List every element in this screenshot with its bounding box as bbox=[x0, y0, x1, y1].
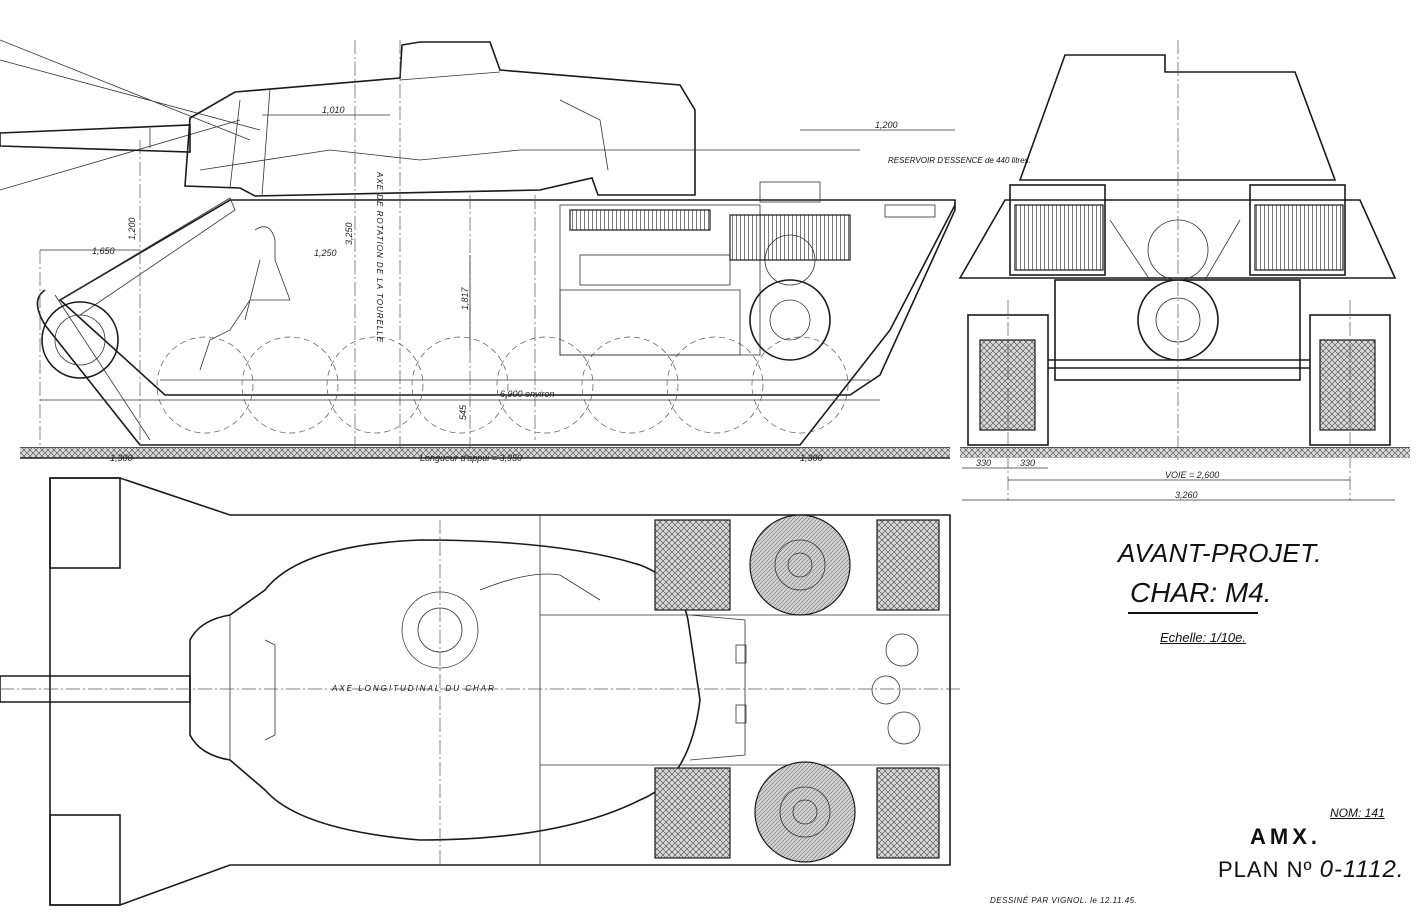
side-view: 1,010 1,200 3,250 1,250 1,650 1,200 1,81… bbox=[0, 39, 956, 463]
dim-1010: 1,010 bbox=[322, 105, 345, 115]
plan-number-value: 0-1112. bbox=[1319, 856, 1405, 883]
turret-axis-note: AXE DE ROTATION DE LA TOURELLE bbox=[375, 172, 384, 344]
scale-label: Echelle: 1/10e. bbox=[1160, 630, 1247, 645]
dim-3260: 3,260 bbox=[1175, 490, 1198, 500]
dim-3250: 3,250 bbox=[344, 222, 354, 245]
longitudinal-axis-note: AXE LONGITUDINAL DU CHAR bbox=[332, 684, 496, 693]
dim-1300b: 1,300 bbox=[800, 453, 823, 463]
engine-compartment bbox=[559, 181, 936, 361]
fuel-tank-note: RESERVOIR D'ESSENCE de 440 litres. bbox=[888, 156, 1031, 165]
dim-1200b: 1,200 bbox=[875, 120, 898, 130]
vehicle-label: CHAR: M4. bbox=[1130, 577, 1272, 608]
signed-by: DESSINÉ PAR VIGNOL. le 12.11.45. bbox=[990, 896, 1138, 905]
plan-label: PLAN Nº bbox=[1218, 857, 1313, 882]
dim-contact-length: Longueur d'appui = 3,950 bbox=[420, 453, 522, 463]
dim-1300: 1,300 bbox=[110, 453, 133, 463]
dim-1250: 1,250 bbox=[314, 248, 337, 258]
dim-330b: 330 bbox=[1020, 458, 1035, 468]
dim-6900: 6,900 environ bbox=[500, 389, 555, 399]
rear-view: 330 330 VOIE = 2,600 3,260 bbox=[958, 40, 1410, 501]
plan-number: PLAN Nº 0-1112. bbox=[1218, 856, 1404, 884]
road-wheels bbox=[41, 301, 849, 434]
title-underline bbox=[1128, 612, 1258, 614]
dim-545: 545 bbox=[458, 404, 468, 420]
nom-label: NOM: 141 bbox=[1330, 806, 1385, 820]
dim-1650: 1,650 bbox=[92, 246, 115, 256]
maker-label: AMX. bbox=[1250, 824, 1321, 849]
dim-1817: 1,817 bbox=[460, 286, 470, 310]
dim-1200: 1,200 bbox=[127, 217, 137, 240]
top-view bbox=[0, 477, 960, 906]
project-label: AVANT-PROJET. bbox=[1118, 538, 1322, 568]
dim-voie: VOIE = 2,600 bbox=[1165, 470, 1219, 480]
dim-330a: 330 bbox=[976, 458, 991, 468]
